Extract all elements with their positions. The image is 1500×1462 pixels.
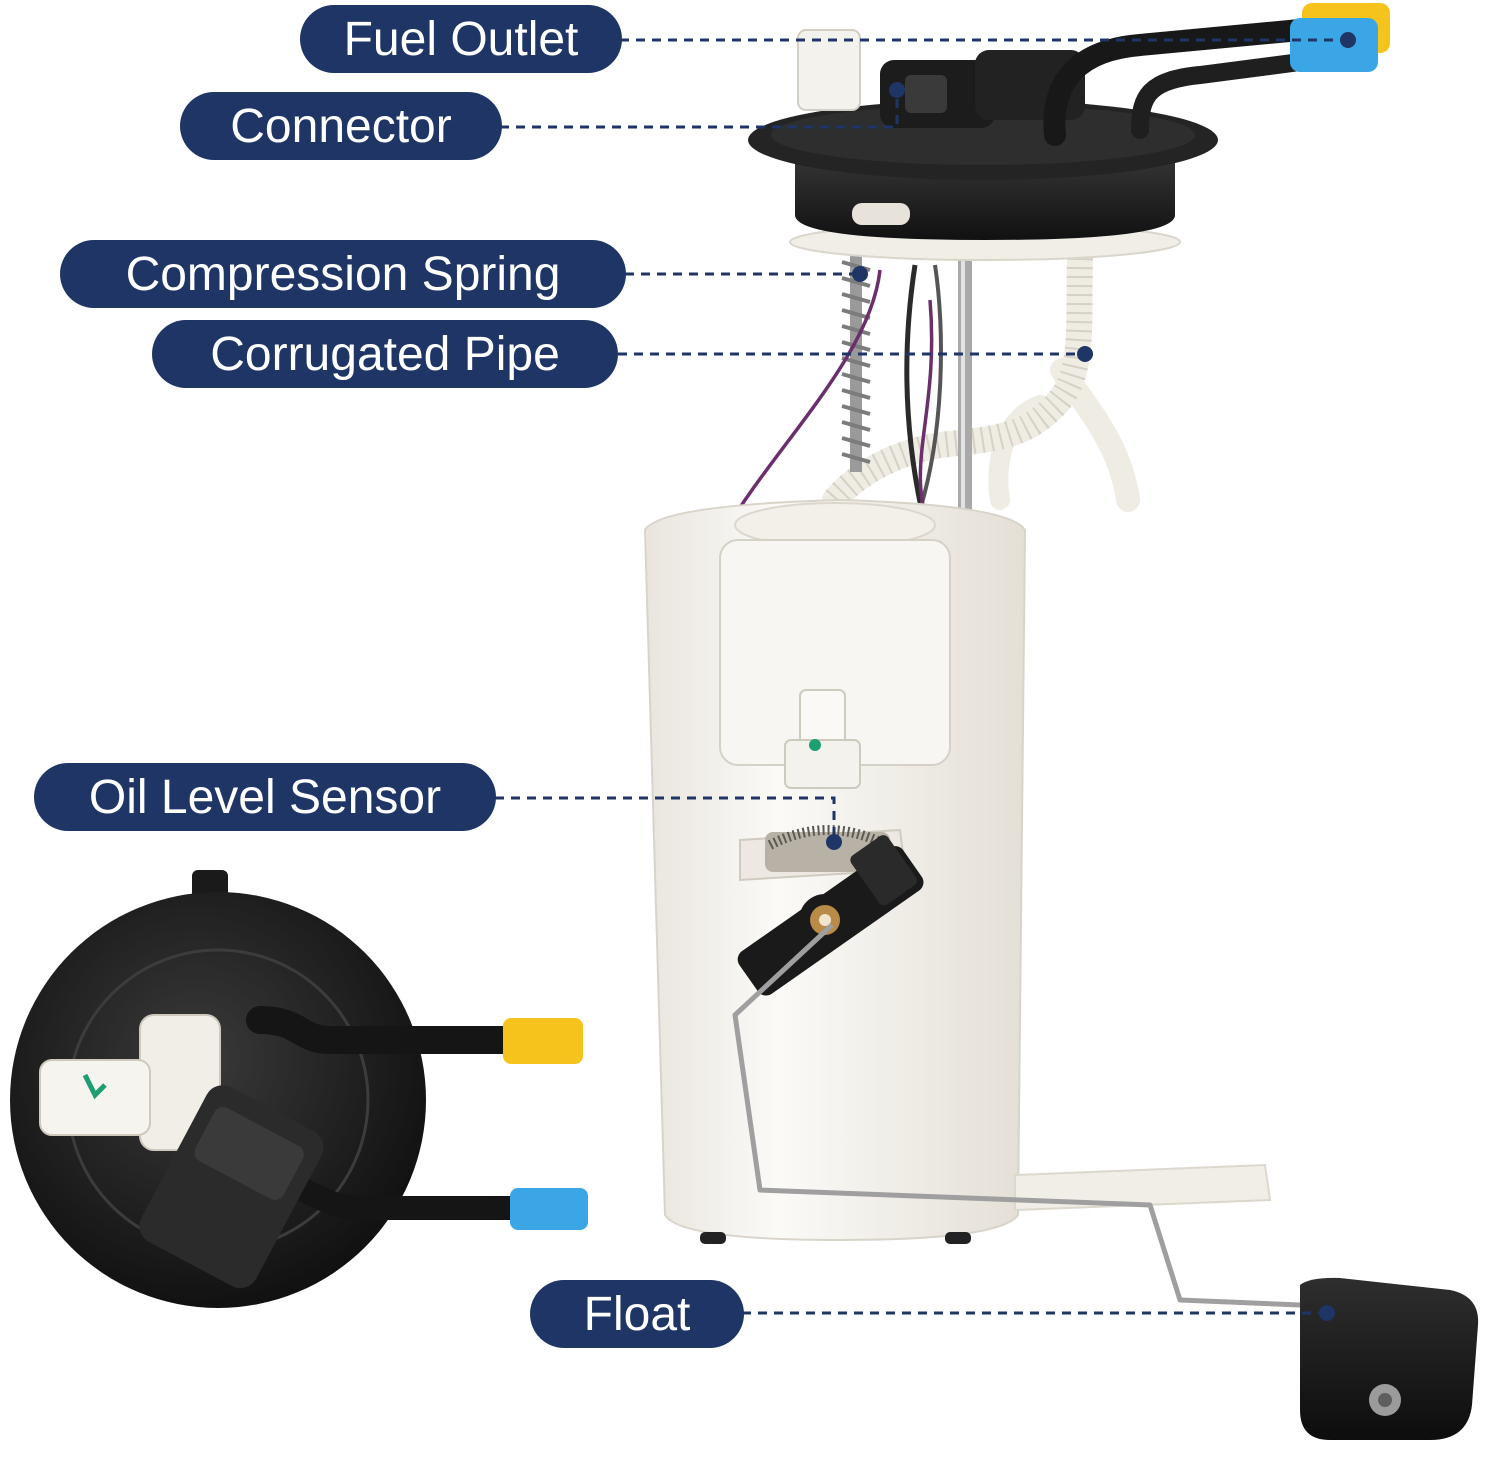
corrugated-pipe <box>822 245 1140 513</box>
leader-endpoints <box>826 32 1356 1321</box>
label-float: Float <box>530 1280 744 1348</box>
float-arm <box>732 923 1301 1308</box>
leader-oil-level-sensor <box>495 796 836 840</box>
label-compression-spring: Compression Spring <box>60 240 626 308</box>
oil-level-sensor <box>737 825 924 996</box>
label-oil-level-sensor: Oil Level Sensor <box>34 763 496 831</box>
top-view-inset <box>10 870 588 1308</box>
float <box>1300 1277 1479 1440</box>
blue-cap <box>1290 18 1378 72</box>
label-corrugated-pipe: Corrugated Pipe <box>152 320 618 388</box>
pump-housing <box>643 498 1272 1244</box>
compression-spring <box>841 252 871 472</box>
fuel-pump <box>643 3 1479 1440</box>
leader-connector <box>500 92 899 129</box>
inset-blue-cap <box>510 1188 588 1230</box>
inset-yellow-cap <box>503 1018 583 1064</box>
sensor-clip <box>784 689 861 789</box>
label-fuel-outlet: Fuel Outlet <box>300 5 622 73</box>
flange-clip <box>797 29 861 111</box>
label-connector: Connector <box>180 92 502 160</box>
top-flange <box>748 100 1218 261</box>
leader-lines <box>495 38 1345 1315</box>
